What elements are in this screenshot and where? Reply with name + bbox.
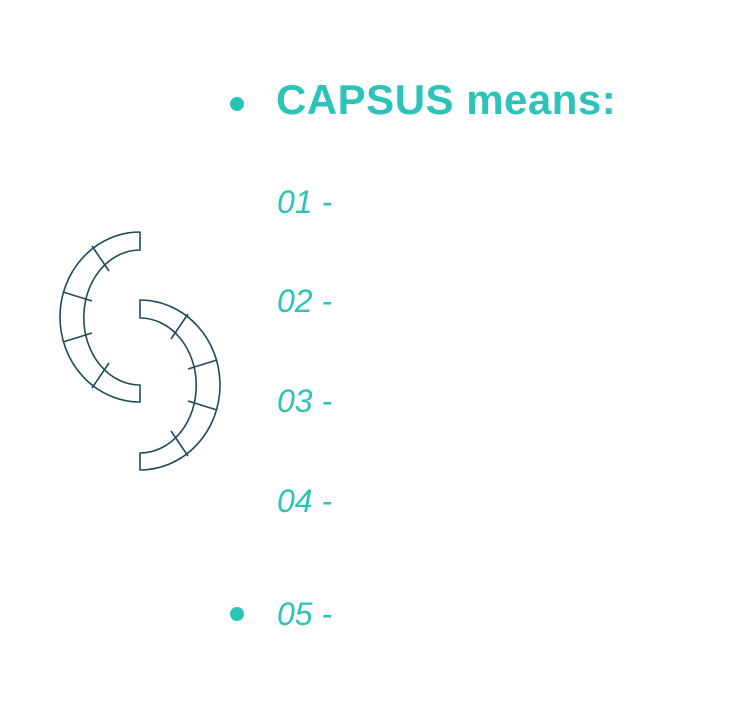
title-bullet [230,97,244,111]
capsus-s-logo-icon [59,231,221,471]
list-item-02: 02 - [277,283,333,319]
list-item-05: 05 - [277,596,333,632]
list-item-04: 04 - [277,483,333,519]
page-title: CAPSUS means: [276,76,617,123]
list-item-01: 01 - [277,184,333,220]
list-item-03: 03 - [277,383,333,419]
item-05-bullet [230,607,244,621]
